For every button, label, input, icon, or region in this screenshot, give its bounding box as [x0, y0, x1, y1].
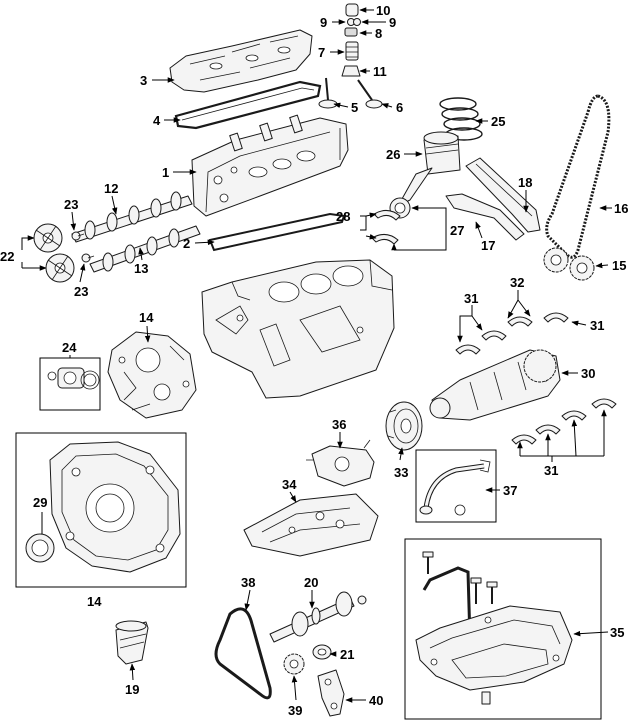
connecting-rod — [389, 167, 433, 219]
callout-39: 39 — [288, 703, 302, 718]
callout-37: 37 — [503, 483, 517, 498]
callout-6: 6 — [396, 100, 403, 115]
callout-26: 26 — [386, 147, 400, 162]
rod-bearings — [371, 210, 401, 245]
serpentine-belt — [214, 607, 272, 700]
callout-34: 34 — [282, 477, 297, 492]
callout-14b: 14 — [87, 594, 102, 609]
oil-filter — [115, 620, 149, 665]
callout-9b: 9 — [389, 15, 396, 30]
callout-15: 15 — [612, 258, 626, 273]
valve-exhaust — [357, 79, 383, 109]
chain-tensioner-guide — [445, 193, 525, 241]
callout-31b: 31 — [590, 318, 604, 333]
water-pump-housing — [107, 331, 197, 419]
callout-29: 29 — [33, 495, 47, 510]
callout-18: 18 — [518, 175, 532, 190]
main-bearings-upper — [455, 312, 569, 355]
cam-sprocket-right — [569, 255, 595, 281]
timing-chain — [545, 94, 611, 259]
valve-train-parts — [341, 3, 361, 77]
crankshaft — [429, 349, 561, 421]
callout-28: 28 — [336, 209, 350, 224]
cam-phaser-lower — [45, 253, 75, 283]
oil-pan-bolts — [422, 551, 498, 604]
phaser-bolt-lower — [81, 253, 95, 263]
balance-shaft — [269, 591, 367, 643]
callout-24: 24 — [62, 340, 77, 355]
oil-pan-frame — [404, 538, 602, 720]
callout-16: 16 — [614, 201, 628, 216]
callout-21: 21 — [340, 647, 354, 662]
callout-31a: 31 — [464, 291, 478, 306]
main-bearings-lower — [511, 398, 617, 445]
oil-level-tube — [422, 566, 472, 641]
valve-intake — [318, 77, 338, 109]
cam-sprocket-left — [543, 247, 569, 273]
callout-9a: 9 — [320, 15, 327, 30]
callout-23b: 23 — [74, 284, 88, 299]
oil-pump — [306, 439, 375, 487]
balance-shaft-bushing — [312, 644, 332, 660]
tensioner-arm — [317, 669, 345, 717]
valve-cover — [169, 29, 313, 93]
cylinder-head — [191, 114, 349, 217]
callout-27: 27 — [450, 223, 464, 238]
callout-38: 38 — [241, 575, 255, 590]
callout-3: 3 — [140, 73, 147, 88]
callout-23a: 23 — [64, 197, 78, 212]
front-crank-seal — [25, 533, 55, 563]
callout-5: 5 — [351, 100, 358, 115]
callout-12: 12 — [104, 181, 118, 196]
piston — [423, 131, 461, 175]
camshaft-lower — [89, 225, 201, 273]
callout-2: 2 — [183, 236, 190, 251]
callout-40: 40 — [369, 693, 383, 708]
callout-19: 19 — [125, 682, 139, 697]
callout-10: 10 — [376, 3, 390, 18]
phaser-bolt-upper — [71, 231, 85, 241]
callout-33: 33 — [394, 465, 408, 480]
balance-shaft-gear — [283, 653, 305, 675]
chain-guide-right — [465, 157, 541, 233]
callout-22: 22 — [0, 249, 14, 264]
callout-1: 1 — [162, 165, 169, 180]
callout-17: 17 — [481, 238, 495, 253]
callout-4: 4 — [153, 113, 161, 128]
timing-cover — [49, 441, 181, 573]
windage-tray — [243, 493, 379, 557]
callout-7: 7 — [318, 45, 325, 60]
callout-11: 11 — [373, 64, 387, 79]
callout-20: 20 — [304, 575, 318, 590]
callout-35: 35 — [610, 625, 624, 640]
head-gasket — [208, 212, 346, 252]
crankshaft-pulley — [385, 401, 423, 451]
leader-lines — [21, 7, 612, 703]
callout-labels: 1 2 3 4 5 6 7 8 9 9 10 11 12 13 14 14 15… — [0, 3, 628, 718]
callout-13: 13 — [134, 261, 148, 276]
oil-pan — [415, 605, 573, 705]
engine-block — [201, 259, 395, 399]
cam-phaser-upper — [33, 223, 63, 253]
callout-36: 36 — [332, 417, 346, 432]
camshaft-upper — [71, 191, 193, 243]
callout-32: 32 — [510, 275, 524, 290]
thermostat — [47, 367, 100, 390]
callout-30: 30 — [581, 366, 595, 381]
timing-cover-frame — [15, 432, 187, 588]
pickup-tube-frame — [415, 449, 497, 523]
valve-cover-gasket — [174, 80, 322, 130]
callout-14a: 14 — [139, 310, 154, 325]
callout-31c: 31 — [544, 463, 558, 478]
callout-25: 25 — [491, 114, 505, 129]
oil-pickup-tube — [419, 459, 491, 516]
callout-8: 8 — [375, 26, 382, 41]
